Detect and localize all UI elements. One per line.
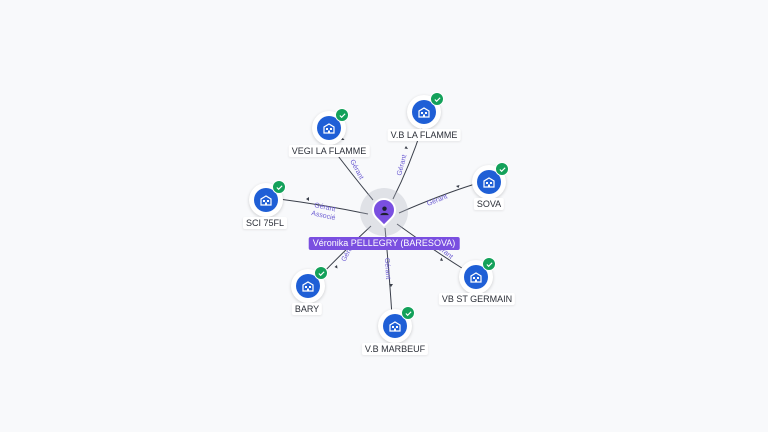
edge-arrow [456,185,460,188]
edge-arrow [334,265,338,269]
company-label[interactable]: VB ST GERMAIN [438,293,516,305]
edge-arrow [440,257,443,261]
verified-check-icon [314,266,328,280]
company-node-vegi-la-flamme[interactable] [312,108,349,145]
company-node-sova[interactable] [472,162,509,199]
company-node-vb-st-germain[interactable] [459,257,496,294]
edge-sci-75fl [278,198,369,215]
verified-check-icon [495,162,509,176]
company-node-sci-75fl[interactable] [249,180,286,217]
edge-sova [398,183,476,214]
company-node-vb-la-flamme[interactable] [407,92,444,129]
verified-check-icon [430,92,444,106]
verified-check-icon [335,108,349,122]
company-label[interactable]: VEGI LA FLAMME [288,145,370,157]
company-label[interactable]: SCI 75FL [242,217,288,229]
company-node-bary[interactable] [291,266,328,303]
verified-check-icon [401,306,415,320]
person-name-label[interactable]: Véronika PELLEGRY (BARESOVA) [308,237,460,250]
relation-label: Gérant [396,154,408,177]
verified-check-icon [482,257,496,271]
edge-vb-marbeuf [384,227,393,317]
relation-label: Gérant [314,202,336,213]
verified-check-icon [272,180,286,194]
edge-arrow [306,197,309,201]
company-label[interactable]: BARY [291,303,323,315]
company-label[interactable]: V.B LA FLAMME [387,129,461,141]
relation-label: Gérant [426,193,449,208]
relation-label: Associé [311,210,337,222]
edge-arrow [389,284,393,287]
relation-label: Gérant [383,258,391,280]
company-node-vb-marbeuf[interactable] [378,306,415,343]
company-label[interactable]: SOVA [473,198,505,210]
company-label[interactable]: V.B MARBEUF [361,343,429,355]
person-node-center[interactable] [360,188,408,236]
relation-label: Gérant [348,159,364,181]
person-icon [372,198,396,222]
edge-arrow [404,146,408,149]
